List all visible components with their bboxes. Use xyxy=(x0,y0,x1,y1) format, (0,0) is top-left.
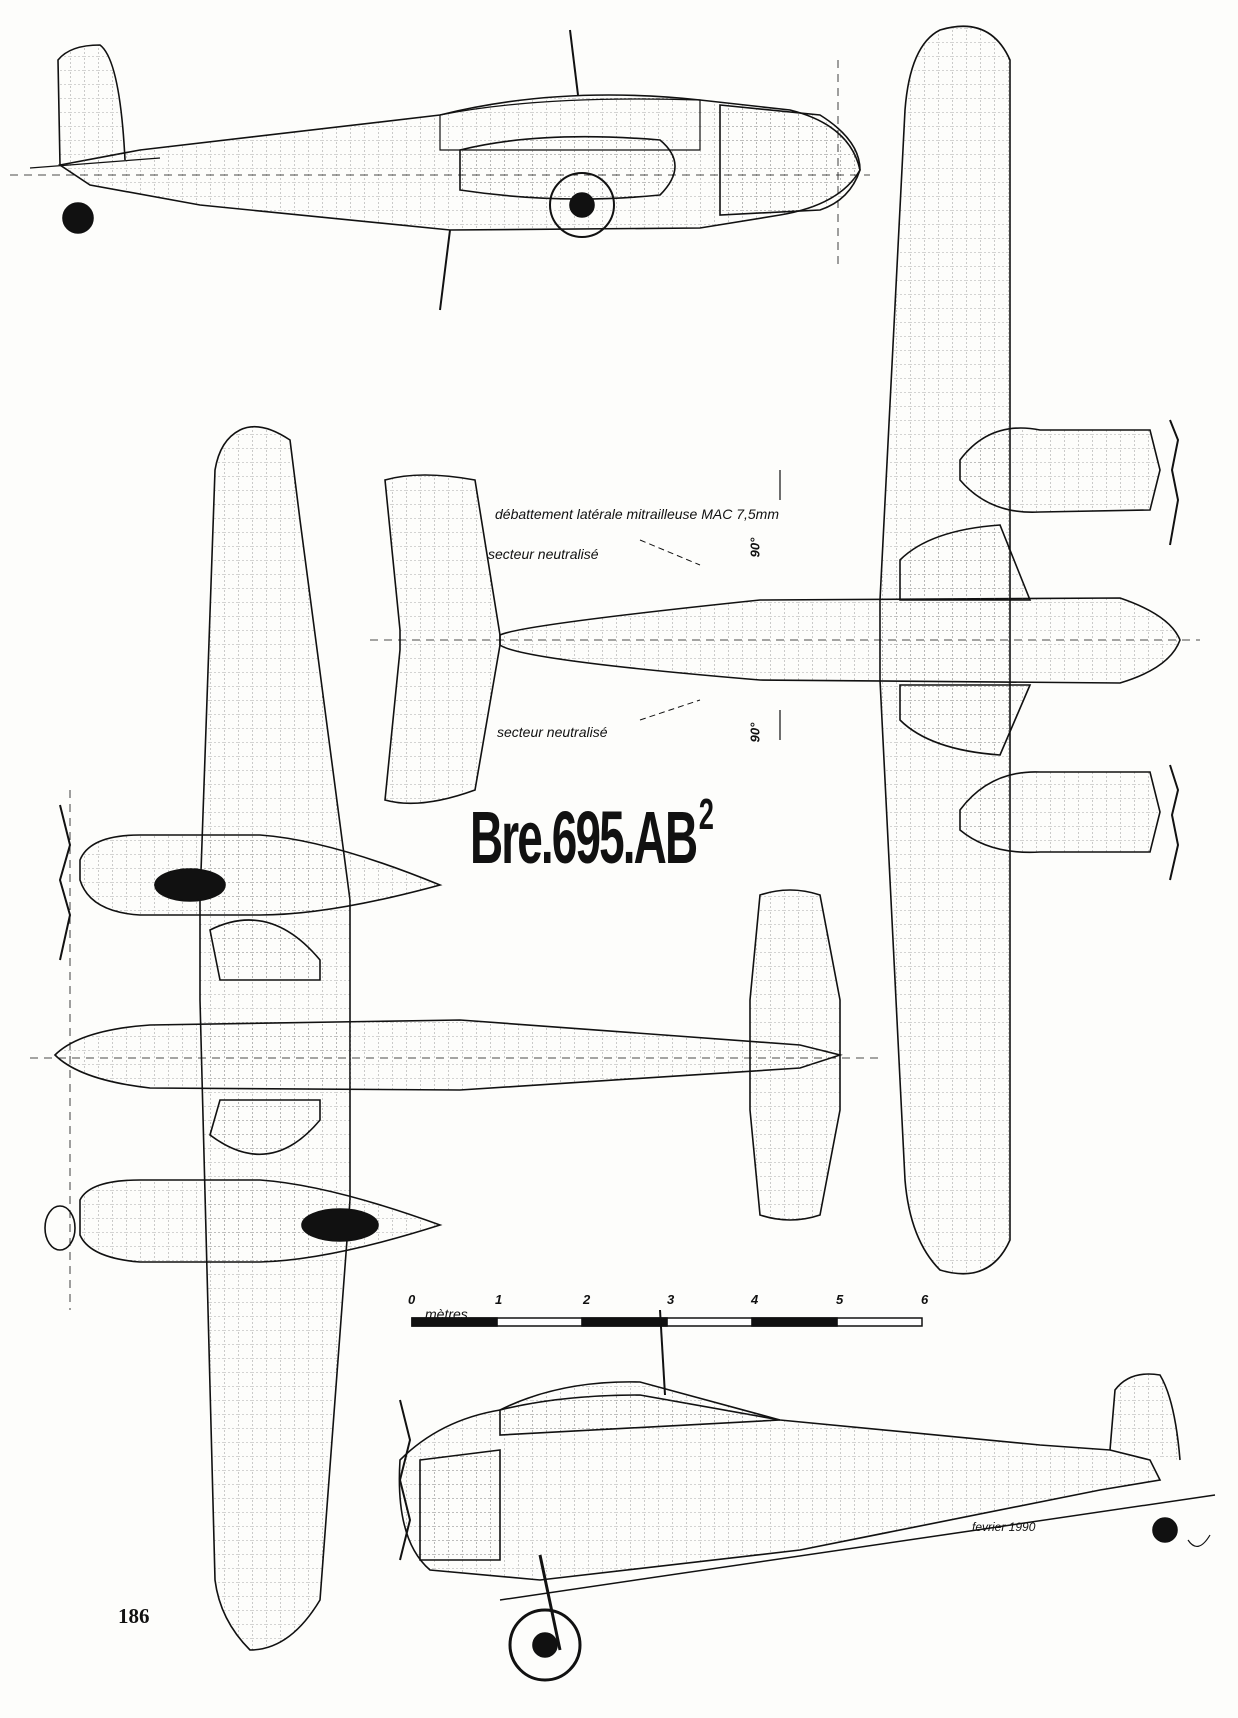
scale-tick: 3 xyxy=(667,1292,675,1307)
neutral-sector-bottom-label: secteur neutralisé xyxy=(497,724,608,740)
title-superscript: 2 xyxy=(698,790,714,839)
angle-top-label: 90° xyxy=(747,537,763,558)
side-view-bottom xyxy=(398,1309,1216,1682)
scale-tick: 0 xyxy=(408,1292,416,1307)
plan-view-top xyxy=(370,25,1200,1275)
scale-unit-label: mètres xyxy=(425,1306,468,1322)
scale-tick: 1 xyxy=(495,1292,503,1307)
scale-tick: 2 xyxy=(583,1292,591,1307)
scale-tick: 6 xyxy=(921,1292,929,1307)
title-main: Bre.695.AB xyxy=(470,796,698,879)
drawing-date: fevrier 1990 xyxy=(972,1520,1036,1534)
angle-bottom-label: 90° xyxy=(747,722,763,743)
side-view-top xyxy=(10,29,870,311)
mg-travel-annotation: débattement latérale mitrailleuse MAC 7,… xyxy=(495,506,780,522)
scale-tick: 5 xyxy=(836,1292,844,1307)
neutral-sector-top-label: secteur neutralisé xyxy=(488,546,599,562)
page-number: 186 xyxy=(118,1604,150,1628)
scale-tick: 4 xyxy=(751,1292,759,1307)
plan-view-bottom xyxy=(30,425,880,1651)
scale-bar xyxy=(411,1317,923,1327)
page-title: Bre.695.AB2 xyxy=(470,790,714,880)
